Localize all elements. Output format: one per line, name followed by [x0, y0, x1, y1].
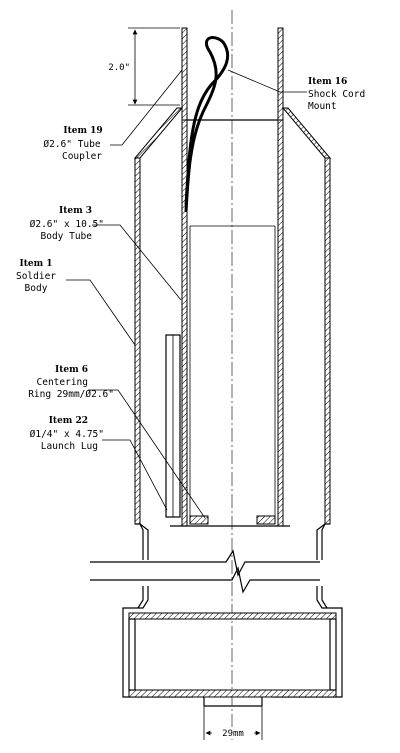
label-item16: Item 16 Shock Cord Mount — [308, 77, 365, 112]
item3-line2: Body Tube — [41, 231, 93, 242]
label-item6: Item 6 Centering Ring 29mm/Ø2.6" — [28, 365, 114, 400]
centering-ring — [189, 515, 276, 525]
item1-line1: Soldier — [16, 271, 56, 282]
dim-motor-diameter: 29mm — [203, 706, 263, 740]
item3-title: Item 3 — [59, 206, 92, 216]
item19-title: Item 19 — [63, 126, 102, 136]
label-item3: Item 3 Ø2.6" x 10.5" Body Tube — [30, 206, 104, 242]
tube-coupler — [181, 27, 284, 121]
item3-line1: Ø2.6" x 10.5" — [30, 219, 104, 230]
dim-2in-text: 2.0" — [108, 63, 130, 73]
body-tube — [170, 119, 290, 527]
leader-lines — [66, 69, 307, 519]
shock-cord-mount — [184, 36, 230, 213]
item22-line1: Ø1/4" x 4.75" — [30, 429, 104, 440]
item6-title: Item 6 — [55, 365, 88, 375]
launch-lug — [165, 334, 181, 518]
item16-line2: Mount — [308, 101, 337, 112]
item6-line2: Ring 29mm/Ø2.6" — [28, 389, 114, 400]
dim-coupler-extension: 2.0" — [108, 27, 180, 106]
label-item19: Item 19 Ø2.6" Tube Coupler — [43, 126, 102, 162]
label-item1: Item 1 Soldier Body — [16, 259, 56, 294]
item19-line1: Ø2.6" Tube — [43, 139, 100, 150]
item1-line2: Body — [25, 283, 48, 294]
label-item22: Item 22 Ø1/4" x 4.75" Launch Lug — [30, 416, 104, 452]
item22-title: Item 22 — [49, 416, 88, 426]
tail-section — [122, 586, 343, 707]
item6-line1: Centering — [37, 377, 88, 388]
break-lines — [90, 549, 320, 594]
item16-title: Item 16 — [308, 77, 347, 87]
item1-title: Item 1 — [19, 259, 52, 269]
soldier-body — [133, 107, 332, 560]
item16-line1: Shock Cord — [308, 89, 365, 100]
dim-29mm-text: 29mm — [222, 729, 244, 739]
item19-line2: Coupler — [62, 151, 102, 162]
item22-line2: Launch Lug — [41, 441, 98, 452]
